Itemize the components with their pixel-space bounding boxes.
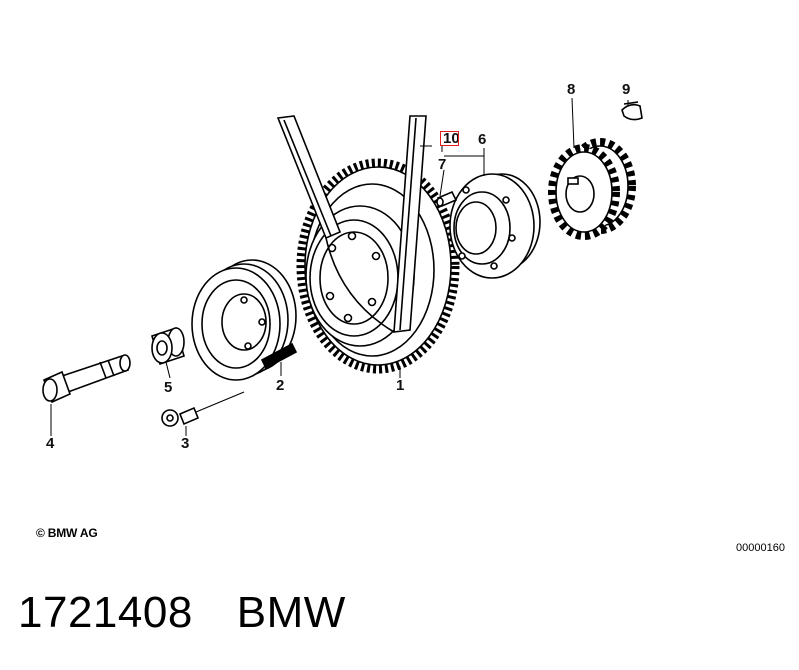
callout-4: 4 — [46, 435, 55, 452]
image-number: 00000160 — [736, 542, 785, 554]
hub-part-6 — [436, 173, 541, 279]
callout-6: 6 — [478, 131, 487, 148]
double-pulley-part-2 — [191, 259, 298, 381]
callout-10-highlight-box — [440, 131, 459, 146]
callout-1: 1 — [396, 377, 405, 394]
spacer-part-5 — [151, 326, 185, 366]
sprocket-part-8 — [548, 138, 636, 240]
callout-2: 2 — [276, 377, 285, 394]
callout-8: 8 — [567, 81, 576, 98]
callout-10: 10 — [443, 130, 460, 147]
small-bolt-part-3 — [161, 391, 245, 427]
callout-7: 7 — [438, 156, 447, 173]
copyright-notice: © BMW AG — [36, 526, 98, 540]
callout-5: 5 — [164, 379, 173, 396]
woodruff-key-part-9 — [621, 101, 643, 121]
brand-name: BMW — [236, 588, 346, 637]
v-belt-part-10 — [276, 115, 427, 333]
part-caption: 1721408 BMW — [18, 588, 346, 638]
callout-3: 3 — [181, 435, 190, 452]
callout-9: 9 — [622, 81, 631, 98]
bolt-part-4 — [42, 354, 131, 404]
leader-lines — [50, 97, 629, 436]
parts-exploded-diagram — [42, 97, 643, 436]
part-number: 1721408 — [18, 588, 193, 637]
